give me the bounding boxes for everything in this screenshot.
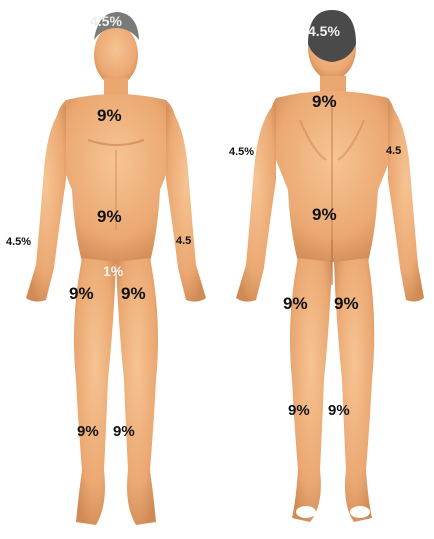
back-upper-back-label: 9% (312, 93, 337, 110)
front-left-thigh-label: 9% (121, 285, 146, 302)
front-genitals-label: 1% (103, 264, 123, 278)
back-right-arm (388, 102, 424, 302)
front-left-arm-label: 4.5 (176, 236, 191, 247)
front-left-arm (166, 104, 206, 302)
front-head (94, 25, 138, 85)
front-abdomen-label: 9% (97, 208, 122, 225)
front-head-label: 4.5% (90, 14, 122, 28)
back-right-thigh-label: 9% (334, 295, 359, 312)
front-right-arm (26, 104, 66, 302)
front-right-arm-label: 4.5% (6, 237, 31, 248)
front-left-lower-leg-label: 9% (113, 424, 135, 439)
back-left-lower-leg-label: 9% (288, 403, 310, 418)
back-left-thigh-label: 9% (283, 295, 308, 312)
front-chest-label: 9% (97, 107, 122, 124)
back-right-lower-leg-label: 9% (328, 403, 350, 418)
front-right-thigh-label: 9% (69, 285, 94, 302)
back-lower-back-label: 9% (312, 206, 337, 223)
front-right-lower-leg-label: 9% (77, 424, 99, 439)
back-left-arm (236, 102, 276, 302)
back-right-arm-label: 4.5 (386, 146, 401, 157)
back-figure (236, 10, 424, 522)
back-left-arm-label: 4.5% (229, 147, 254, 158)
back-head-label: 4.5% (308, 24, 340, 38)
